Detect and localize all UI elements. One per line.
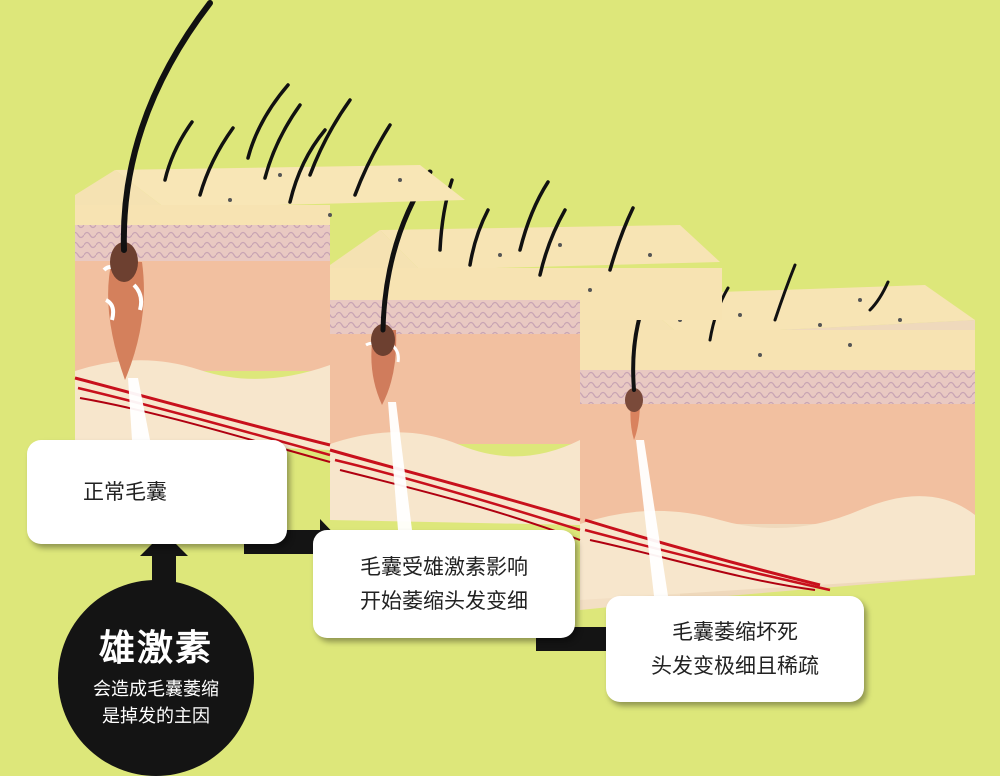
normal-follicle-text: 正常毛囊 xyxy=(83,480,167,504)
pointer-lines xyxy=(128,378,668,596)
stage3-line1: 毛囊萎缩坏死 xyxy=(672,620,798,644)
stage2-line1: 毛囊受雄激素影响 xyxy=(360,555,528,579)
androgen-line2: 是掉发的主因 xyxy=(102,706,210,727)
androgen-title: 雄激素 xyxy=(98,628,213,669)
arrow-up-icon xyxy=(140,532,188,584)
label-stage2: 毛囊受雄激素影响 开始萎缩头发变细 xyxy=(313,530,575,638)
androgen-circle: 雄激素 会造成毛囊萎缩 是掉发的主因 xyxy=(58,580,254,776)
label-normal-follicle: 正常毛囊 xyxy=(27,440,287,544)
label-stage3: 毛囊萎缩坏死 头发变极细且稀疏 xyxy=(606,596,864,702)
stage2-line2: 开始萎缩头发变细 xyxy=(360,589,528,613)
androgen-line1: 会造成毛囊萎缩 xyxy=(93,679,219,700)
stage3-line2: 头发变极细且稀疏 xyxy=(651,654,819,678)
